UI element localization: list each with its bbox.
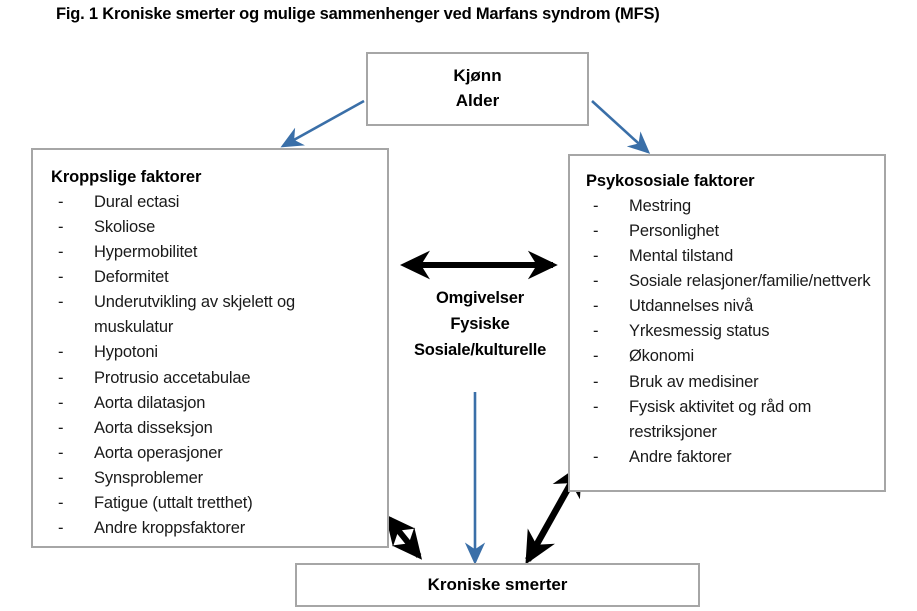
bullet-dash: - <box>593 372 599 391</box>
bullet-dash: - <box>58 493 64 512</box>
list-item-label: Utdannelses nivå <box>629 297 754 316</box>
arrow-top-to-left <box>280 99 365 148</box>
list-item: - Synsproblemer <box>51 466 377 491</box>
list-item: - Aorta operasjoner <box>51 441 377 466</box>
list-item-label: Mental tilstand <box>629 247 734 266</box>
demographics-line-2: Alder <box>455 91 500 110</box>
list-item: - Protrusio accetabulae <box>51 366 377 391</box>
list-item: - Personlighet <box>586 219 876 244</box>
list-item-label: Aorta dilatasjon <box>94 393 206 412</box>
bullet-dash: - <box>593 397 599 416</box>
list-item: - Andre kroppsfaktorer <box>51 516 377 541</box>
bullet-dash: - <box>593 247 599 266</box>
chronic-pain-label: Kroniske smerter <box>427 575 568 594</box>
box-bodily-factors[interactable]: Kroppslige faktorer - Dural ectasi - Skoli… <box>31 148 389 548</box>
bullet-dash: - <box>58 243 64 262</box>
bullet-dash: - <box>593 447 599 466</box>
environment-label: Omgivelser Fysiske Sosiale/kulturelle <box>391 285 569 363</box>
bodily-factors-list: -Dural ectasi -Skoliose -Hypermobilitet … <box>51 190 377 541</box>
bullet-dash: - <box>58 519 64 538</box>
list-item: - Bruk av medisiner <box>586 370 876 395</box>
bullet-dash: - <box>58 418 64 437</box>
list-item-label: Synsproblemer <box>94 468 204 487</box>
page-title: Fig. 1 Kroniske smerter og mulige sammen… <box>56 5 660 23</box>
list-item: - Fysisk aktivitet og råd om restriksjone… <box>586 395 876 445</box>
list-item: - Aorta dilatasjon <box>51 391 377 416</box>
list-item-label: Hypermobilitet <box>94 243 198 262</box>
list-item: - Hypermobilitet <box>51 240 377 265</box>
bullet-dash: - <box>58 393 64 412</box>
box-chronic-pain[interactable]: Kroniske smerter <box>295 563 700 607</box>
environment-line-3: Sosiale/kulturelle <box>413 341 547 360</box>
bullet-dash: - <box>58 343 64 362</box>
bullet-dash: - <box>593 222 599 241</box>
bullet-dash: - <box>58 293 64 312</box>
list-item-label: Bruk av medisiner <box>629 372 759 391</box>
list-item: - Dural ectasi <box>51 190 377 215</box>
list-item: - Yrkesmessig status <box>586 319 876 344</box>
list-item-label: Aorta operasjoner <box>94 443 223 462</box>
list-item: - Utdannelses nivå <box>586 294 876 319</box>
list-item-label: Sosiale relasjoner/familie/nettverk <box>629 272 871 291</box>
list-item-label: Mestring <box>629 197 692 215</box>
box-demographics[interactable]: Kjønn Alder <box>366 52 589 126</box>
bodily-factors-heading: Kroppslige faktorer <box>51 168 202 186</box>
list-item-label: Deformitet <box>94 268 169 287</box>
list-item-label: Økonomi <box>629 347 694 366</box>
list-item-label: Fatigue (uttalt tretthet) <box>94 493 253 512</box>
bullet-dash: - <box>58 193 64 211</box>
list-item: - Mental tilstand <box>586 244 876 269</box>
list-item-label: Andre kroppsfaktorer <box>94 519 246 538</box>
bullet-dash: - <box>58 468 64 487</box>
bullet-dash: - <box>593 272 599 291</box>
list-item: - Skoliose <box>51 215 377 240</box>
box-psychosocial-factors[interactable]: Psykososiale faktorer - Mestring - Personl… <box>568 154 886 492</box>
bullet-dash: - <box>58 368 64 387</box>
bullet-dash: - <box>58 218 64 237</box>
list-item: - Aorta disseksjon <box>51 416 377 441</box>
list-item-label: Andre faktorer <box>629 447 732 466</box>
arrow-top-to-right <box>591 100 651 154</box>
bullet-dash: - <box>593 322 599 341</box>
list-item-label: Fysisk aktivitet og råd om restriksjoner <box>629 397 812 441</box>
demographics-line-1: Kjønn <box>453 66 502 86</box>
list-item-label: Personlighet <box>629 222 719 241</box>
list-item: - Sosiale relasjoner/familie/nettverk <box>586 269 876 294</box>
list-item: - Mestring <box>586 194 876 219</box>
list-item: - Økonomi <box>586 344 876 369</box>
list-item-label: Skoliose <box>94 218 156 237</box>
environment-line-1: Omgivelser <box>436 289 524 307</box>
list-item: - Andre faktorer <box>586 445 876 470</box>
list-item-label: Protrusio accetabulae <box>94 368 251 387</box>
arrow-left-to-bottom <box>385 514 423 560</box>
list-item: - Hypotoni <box>51 340 377 365</box>
list-item-label: Underutvikling av skjelett og muskulatur <box>94 293 296 337</box>
environment-line-2: Fysiske <box>450 315 510 334</box>
list-item-label: Hypotoni <box>94 343 158 362</box>
bullet-dash: - <box>593 347 599 366</box>
bullet-dash: - <box>58 443 64 462</box>
list-item-label: Aorta disseksjon <box>94 418 213 437</box>
list-item-label: Dural ectasi <box>94 193 180 211</box>
psychosocial-factors-heading: Psykososiale faktorer <box>586 172 755 190</box>
list-item: - Underutvikling av skjelett og muskulatu… <box>51 290 377 340</box>
list-item-label: Yrkesmessig status <box>629 322 770 341</box>
bullet-dash: - <box>58 268 64 287</box>
list-item: - Fatigue (uttalt tretthet) <box>51 491 377 516</box>
list-item: - Deformitet <box>51 265 377 290</box>
bullet-dash: - <box>593 197 599 215</box>
bullet-dash: - <box>593 297 599 316</box>
psychosocial-factors-list: - Mestring - Personlighet - Mental tilstand… <box>586 194 876 470</box>
